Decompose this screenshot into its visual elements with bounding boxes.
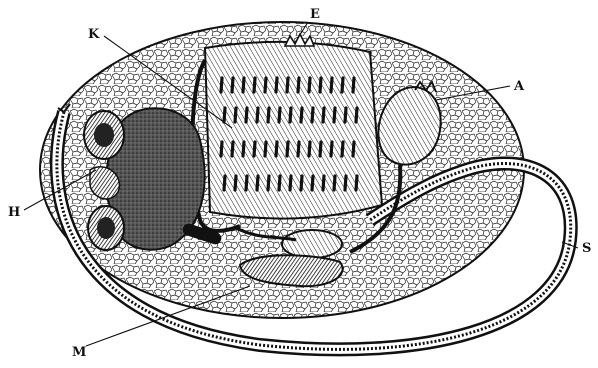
gill-slit [298,142,299,156]
gill-slit [279,108,280,122]
gill-slit [268,108,269,122]
gill-slit [287,78,288,92]
gill-slit [276,78,277,92]
gill-slit [323,108,324,122]
gill-slit [342,142,343,156]
gill-slit [331,142,332,156]
gill-slit [301,176,302,190]
gill-slit [312,108,313,122]
gill-slit [323,176,324,190]
gill-slit [345,176,346,190]
gill-slit [232,142,233,156]
gill-slit [290,176,291,190]
gill-slit [221,78,222,92]
gill-slit [309,142,310,156]
gill-slit [331,78,332,92]
gill-slit [276,142,277,156]
gill-slit [224,108,225,122]
label-h: H [8,205,20,220]
label-k: K [88,27,100,42]
gill-slit [312,176,313,190]
gill-slit [287,142,288,156]
label-s: S [582,241,591,256]
gill-slit [279,176,280,190]
gill-slit [221,142,222,156]
gill-slit [334,176,335,190]
gill-slit [243,142,244,156]
gill-slit [298,78,299,92]
gill-slit [235,108,236,122]
gill-slit [345,108,346,122]
gill-slit [243,78,244,92]
gill-slit [254,142,255,156]
gill-slit [334,108,335,122]
gill-slit [257,176,258,190]
gill-slit [246,108,247,122]
gill-slit [268,176,269,190]
gill-slit [320,78,321,92]
gill-slit [353,142,354,156]
gill-slit [320,142,321,156]
gill-slit [301,108,302,122]
gill-slit [265,78,266,92]
gill-slit [342,78,343,92]
gill-slit [356,176,357,190]
gill-slit [309,78,310,92]
label-a: A [513,79,525,94]
gill-slit [356,108,357,122]
gill-block [205,42,382,219]
gill-slit [254,78,255,92]
label-m: M [72,345,86,360]
gill-slit [265,142,266,156]
gill-slit [290,108,291,122]
label-e: E [310,7,320,22]
gill-slit [257,108,258,122]
gill-slit [246,176,247,190]
gill-slit [235,176,236,190]
gill-slit [224,176,225,190]
gill-slit [232,78,233,92]
gill-slit [353,78,354,92]
